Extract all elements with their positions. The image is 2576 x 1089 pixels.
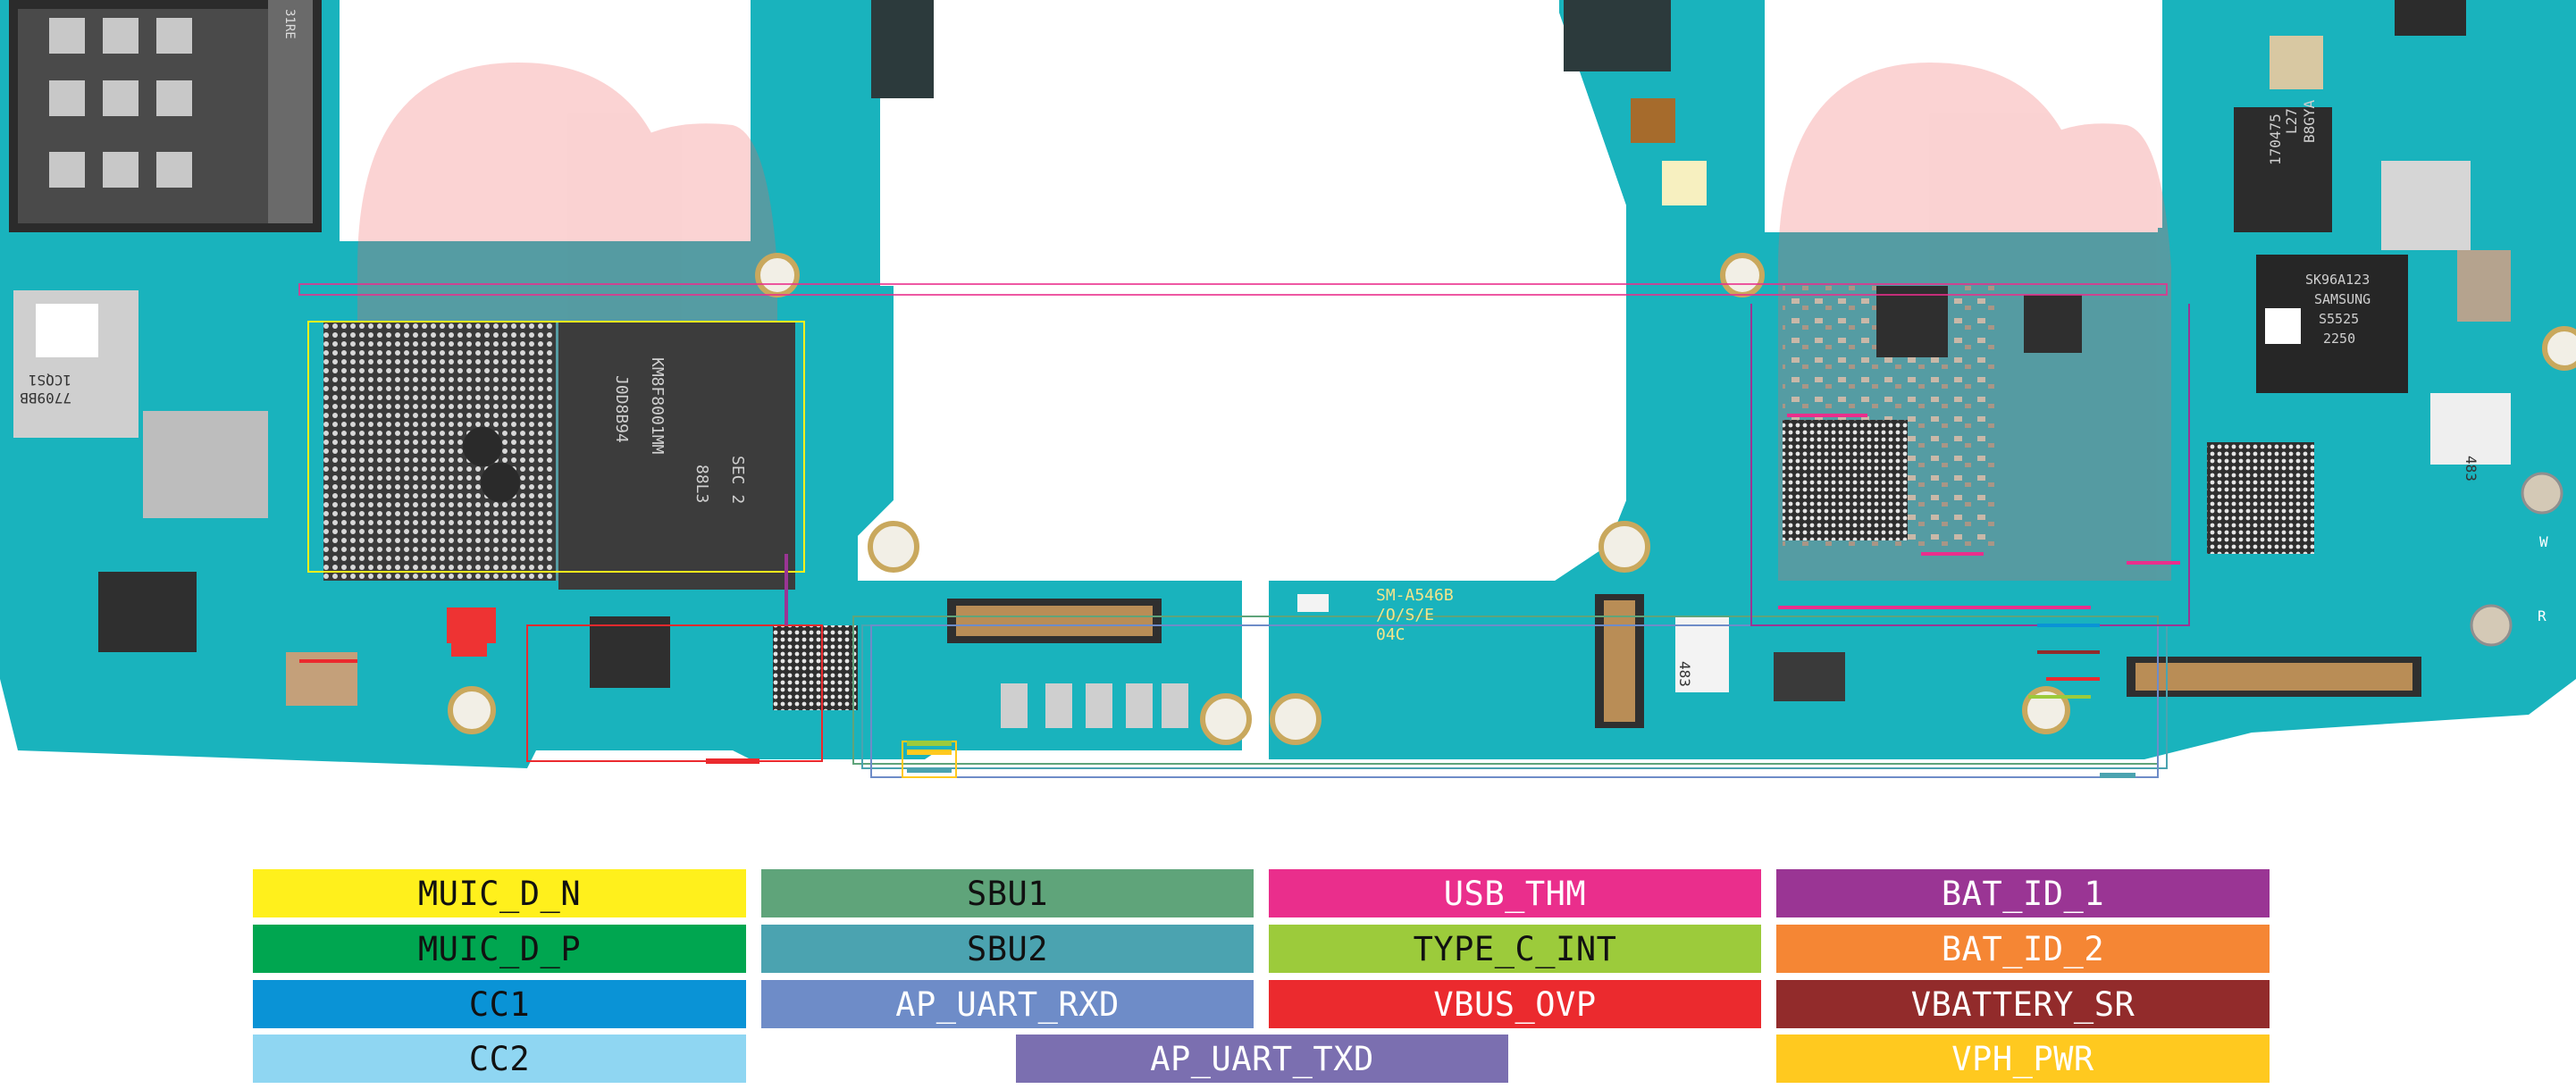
sk96-chip [2256, 255, 2408, 393]
signal-traces [298, 283, 2190, 778]
sk-label-1: SK96A123 [2305, 272, 2370, 288]
l27-label-3: 170475 [2267, 113, 2284, 165]
board-model-label: SM-A546B [1376, 586, 1454, 605]
memory-label-4: J0D8B94 [612, 375, 631, 443]
memory-label-3: KM8F8001MM [648, 357, 667, 455]
memory-chip [558, 322, 795, 590]
antenna-w-label: W [2539, 533, 2548, 550]
qr-chip [1631, 98, 1675, 143]
sim-tray [9, 0, 322, 232]
legend-usb-thm: USB_THM [1269, 869, 1761, 917]
r483-label: 483 [2463, 456, 2480, 482]
legend-bat-id-1: BAT_ID_1 [1776, 869, 2270, 917]
legend-sbu2: SBU2 [761, 925, 1254, 973]
board-model-sub: /O/S/E [1376, 606, 1434, 624]
legend-ap-uart-txd: AP_UART_TXD [1016, 1035, 1508, 1083]
battery-connector [2127, 657, 2421, 697]
ap-bga-chip [323, 322, 556, 581]
usb-connector-chip [1774, 652, 1845, 701]
right-vertical-connector [1595, 594, 1644, 728]
pmic-bga-chip [1783, 420, 1908, 540]
ifpmic-bga-chip [2207, 442, 2314, 554]
legend-bat-id-2: BAT_ID_2 [1776, 925, 2270, 973]
l27-label-2: B8GYA [2301, 99, 2318, 143]
l27-chip [2234, 107, 2332, 232]
legend-type-c-int: TYPE_C_INT [1269, 925, 1761, 973]
legend-vph-pwr: VPH_PWR [1776, 1035, 2270, 1083]
legend-sbu1: SBU1 [761, 869, 1254, 917]
top-connector-left [871, 0, 934, 98]
pcb-board-diagram: SM-A546B /O/S/E 04C SEC 2 88L3 KM8F8001M… [0, 0, 2576, 778]
l27-label-1: L27 [2283, 108, 2300, 134]
legend-muic-d-n: MUIC_D_N [253, 869, 746, 917]
antenna-connectors [2470, 472, 2563, 647]
sim-label: 31RE [282, 9, 297, 39]
top-chip-right [1564, 0, 1671, 71]
sk-label-4: 2250 [2323, 331, 2355, 347]
legend-cc2: CC2 [253, 1035, 746, 1083]
shield-chip [143, 411, 268, 518]
memory-label-2: 88L3 [692, 465, 711, 503]
memory-label-1: SEC 2 [728, 456, 747, 504]
pmic-chip [98, 572, 197, 652]
legend-vbus-ovp: VBUS_OVP [1269, 980, 1761, 1028]
board-rev-label: 04C [1376, 625, 1405, 644]
legend-ap-uart-rxd: AP_UART_RXD [761, 980, 1254, 1028]
bottom-board-connector [947, 599, 1188, 728]
legend-vbattery-sr: VBATTERY_SR [1776, 980, 2270, 1028]
r483b-label: 483 [1676, 661, 1693, 687]
legend-cc1: CC1 [253, 980, 746, 1028]
antenna-r-label: R [2538, 607, 2547, 624]
sk-label-2: SAMSUNG [2314, 291, 2370, 307]
legend-muic-d-p: MUIC_D_P [253, 925, 746, 973]
sk-label-3: S5525 [2319, 311, 2359, 327]
module-label-1: 7709BB [20, 390, 71, 406]
small-bga-chip [773, 625, 858, 710]
module-label-2: 1CQS1 [29, 372, 71, 389]
